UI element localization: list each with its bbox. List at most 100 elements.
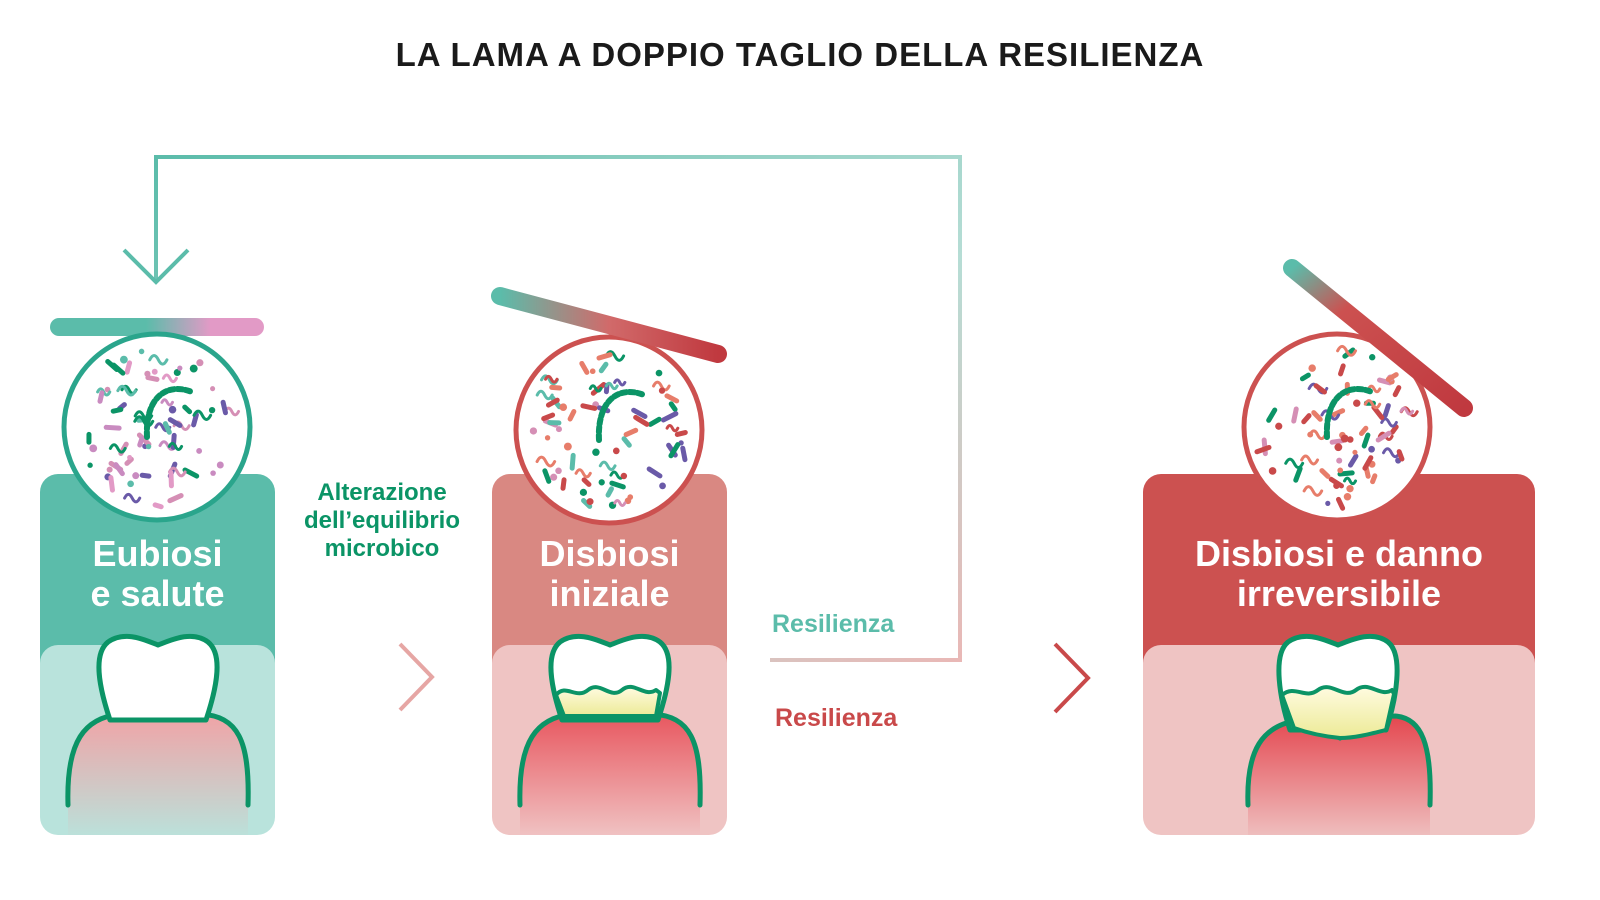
- bacterium-rod: [1370, 473, 1378, 485]
- bacterium-coccus: [589, 368, 596, 375]
- bacterium-coccus: [1334, 443, 1343, 452]
- bacterium-coccus: [196, 359, 204, 367]
- bacterium-rod: [549, 384, 563, 391]
- bacterium-spiral: [652, 380, 671, 392]
- bacterium-rod: [569, 452, 576, 471]
- bacterium-rod: [660, 411, 679, 423]
- bacterium-rod: [145, 375, 160, 382]
- bacterium-coccus: [586, 498, 594, 506]
- stage-title-eubiosis: Eubiosi e salute: [40, 534, 275, 614]
- bacterium-spiral: [535, 455, 557, 468]
- bacterium-spiral: [544, 374, 559, 384]
- bacterium-rod: [137, 436, 145, 448]
- bacterium-rod: [1336, 496, 1346, 511]
- microbiome-circle-initial-dysbiosis: [513, 334, 705, 526]
- bacterium-rod: [103, 424, 122, 431]
- stage-title-irreversible: Disbiosi e danno irreversibile: [1143, 534, 1535, 614]
- transition-label-line1: Alterazione: [317, 479, 447, 506]
- bacterium-spiral: [1308, 429, 1327, 441]
- bacterium-rod: [631, 407, 648, 419]
- bacterium-rod: [674, 430, 688, 437]
- bacterium-spiral: [1336, 344, 1358, 357]
- gum: [1247, 716, 1431, 835]
- bacterium-coccus: [1369, 354, 1376, 361]
- bacterium-rod: [545, 397, 560, 408]
- transition-label: Alterazione dell’equilibrio microbico: [282, 479, 482, 563]
- bacterium-rod: [1319, 468, 1331, 479]
- plaque: [554, 684, 662, 718]
- bacterium-coccus: [1337, 467, 1344, 474]
- bacterium-coccus: [1340, 434, 1349, 443]
- bacterium-coccus: [1343, 493, 1352, 501]
- bacterium-coccus: [659, 482, 666, 490]
- bacterium-coccus: [208, 406, 216, 414]
- bacterium-spiral: [108, 443, 127, 454]
- bacterium-spiral: [116, 384, 137, 397]
- bacterium-coccus: [598, 479, 605, 486]
- bacterium-rod: [646, 466, 663, 479]
- bacterium-spiral: [535, 389, 554, 401]
- diagram-title: LA LAMA A DOPPIO TAGLIO DELLA RESILIENZA: [395, 36, 1205, 73]
- bacterium-rod: [124, 360, 133, 375]
- bacterium-coccus: [145, 443, 152, 450]
- bacterium-coccus: [529, 427, 538, 435]
- negative-arrowhead: [1053, 642, 1091, 714]
- bacterium-rod: [1377, 377, 1393, 386]
- bacterium-rod: [605, 486, 614, 498]
- bacterium-rod: [1396, 449, 1405, 462]
- transition-label-line2: dell’equilibrio: [303, 507, 460, 534]
- bacterium-rod: [581, 477, 592, 487]
- bacterium-rod: [647, 416, 662, 427]
- bacterium-spiral: [613, 499, 627, 507]
- bacterium-rod: [668, 401, 678, 412]
- bacterium-rod: [167, 417, 183, 428]
- bacterium-rod: [541, 412, 556, 422]
- bacterium-coccus: [1268, 467, 1277, 475]
- microbiome-circle-irreversible: [1241, 331, 1433, 523]
- bacterium-rod: [1362, 455, 1374, 471]
- bacterium-spiral: [1382, 447, 1401, 459]
- stage-card-irreversible: [1143, 474, 1535, 835]
- stage-title-line2: e salute: [90, 573, 225, 614]
- stage-title-line2: iniziale: [549, 573, 670, 614]
- bacterium-spiral: [1302, 485, 1324, 497]
- bacterium-spiral: [123, 492, 142, 504]
- bacterium-spiral: [1300, 454, 1320, 466]
- bacterium-coccus: [168, 405, 177, 414]
- bacterium-rod: [664, 393, 680, 404]
- bacterium-spiral: [1367, 384, 1382, 394]
- bacterium-rod: [220, 399, 228, 416]
- bacterium-rod: [581, 498, 593, 509]
- stage-title-initial-dysbiosis: Disbiosi iniziale: [492, 534, 727, 614]
- bacterium-rod: [191, 412, 199, 428]
- bacterium-rod: [1291, 406, 1299, 424]
- bacterium-rod: [1301, 413, 1312, 425]
- bacterium-rod: [633, 414, 650, 427]
- bacterium-coccus: [550, 473, 558, 481]
- bacterium-coccus: [87, 462, 93, 468]
- bacterium-rod: [1358, 425, 1369, 437]
- bacterium-rod: [1329, 438, 1346, 445]
- bacterium-coccus: [151, 368, 158, 375]
- bacterium-coccus: [132, 472, 140, 480]
- bacterium-coccus: [210, 386, 216, 392]
- bacterium-rod: [182, 404, 193, 415]
- gum: [519, 714, 701, 835]
- bacterium-spiral: [604, 350, 626, 362]
- transition-label-line3: microbico: [324, 535, 440, 562]
- bacterium-rod: [1361, 432, 1371, 449]
- bacterium-coccus: [1325, 500, 1331, 506]
- bacterium-rod: [1338, 363, 1346, 377]
- bacterium-rod: [668, 442, 681, 459]
- bacterium-coccus: [138, 348, 145, 355]
- bacterium-rod: [590, 382, 607, 396]
- bacterium-spiral: [665, 424, 680, 433]
- bacterium-rod: [1389, 424, 1399, 435]
- bacterium-spiral: [598, 460, 617, 471]
- stage-title-line1: Eubiosi: [92, 533, 223, 574]
- bacterium-rod: [1385, 372, 1399, 382]
- bacterium-rod: [139, 472, 152, 479]
- bacterium-rod: [596, 352, 613, 361]
- bacterium-coccus: [189, 364, 198, 373]
